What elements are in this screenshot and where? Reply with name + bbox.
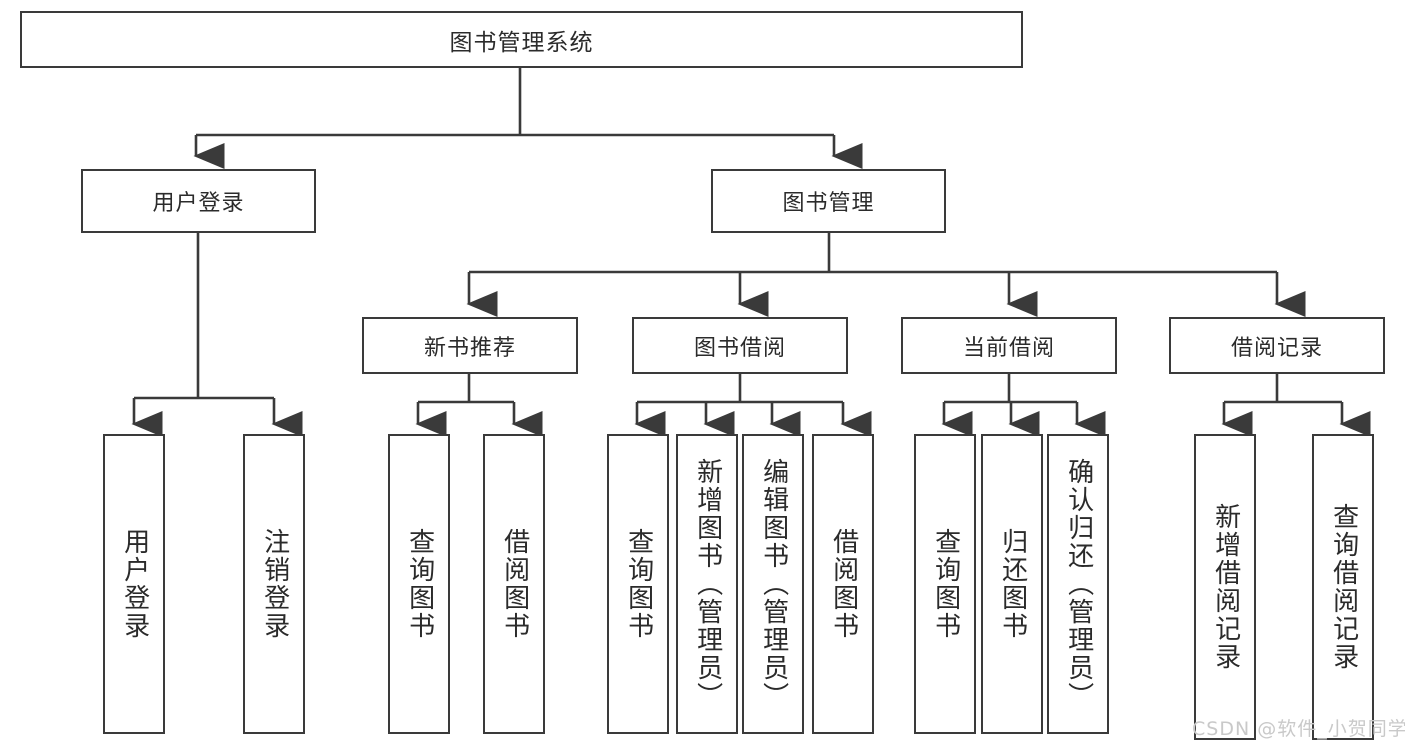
- node-label: 新增图书（管理员）: [692, 458, 723, 710]
- node-label: 确认归还（管理员）: [1063, 458, 1094, 710]
- leaf-new-book-borrow[interactable]: 借阅图书: [483, 434, 545, 734]
- node-label: 查询图书: [404, 528, 435, 640]
- node-label: 新书推荐: [423, 335, 516, 361]
- node-new-book-recommend[interactable]: 新书推荐: [362, 317, 578, 374]
- node-book-management[interactable]: 图书管理: [711, 169, 946, 233]
- node-label: 图书管理系统: [449, 29, 594, 56]
- node-label: 查询借阅记录: [1328, 503, 1359, 671]
- leaf-borrow-record-add[interactable]: 新增借阅记录: [1194, 434, 1256, 740]
- node-label: 图书管理: [782, 191, 875, 216]
- node-label: 查询图书: [623, 528, 654, 640]
- node-label: 用户登录: [152, 191, 245, 216]
- node-label: 借阅图书: [828, 528, 859, 640]
- csdn-watermark: CSDN @软件_小贺同学: [1192, 718, 1405, 740]
- leaf-current-borrow-query[interactable]: 查询图书: [914, 434, 976, 734]
- node-label: 新增借阅记录: [1210, 503, 1241, 671]
- leaf-borrow-record-query[interactable]: 查询借阅记录: [1312, 434, 1374, 740]
- node-label: 当前借阅: [962, 335, 1055, 361]
- leaf-user-login-login[interactable]: 用户登录: [103, 434, 165, 734]
- node-label: 用户登录: [119, 528, 150, 640]
- leaf-book-borrow-add[interactable]: 新增图书（管理员）: [676, 434, 738, 734]
- leaf-user-login-logout[interactable]: 注销登录: [243, 434, 305, 734]
- node-label: 借阅记录: [1230, 335, 1323, 361]
- node-user-login[interactable]: 用户登录: [81, 169, 316, 233]
- node-borrow-record[interactable]: 借阅记录: [1169, 317, 1385, 374]
- leaf-book-borrow-query[interactable]: 查询图书: [607, 434, 669, 734]
- leaf-current-borrow-return[interactable]: 归还图书: [981, 434, 1043, 734]
- node-label: 注销登录: [259, 528, 290, 640]
- node-label: 借阅图书: [499, 528, 530, 640]
- node-label: 图书借阅: [693, 335, 786, 361]
- node-label: 查询图书: [930, 528, 961, 640]
- leaf-new-book-query[interactable]: 查询图书: [388, 434, 450, 734]
- leaf-book-borrow-borrow[interactable]: 借阅图书: [812, 434, 874, 734]
- leaf-book-borrow-edit[interactable]: 编辑图书（管理员）: [742, 434, 804, 734]
- node-root-system[interactable]: 图书管理系统: [20, 11, 1023, 68]
- node-label: 编辑图书（管理员）: [758, 458, 789, 710]
- leaf-current-borrow-confirm[interactable]: 确认归还（管理员）: [1047, 434, 1109, 734]
- node-label: 归还图书: [997, 528, 1028, 640]
- node-current-borrow[interactable]: 当前借阅: [901, 317, 1117, 374]
- node-book-borrow[interactable]: 图书借阅: [632, 317, 848, 374]
